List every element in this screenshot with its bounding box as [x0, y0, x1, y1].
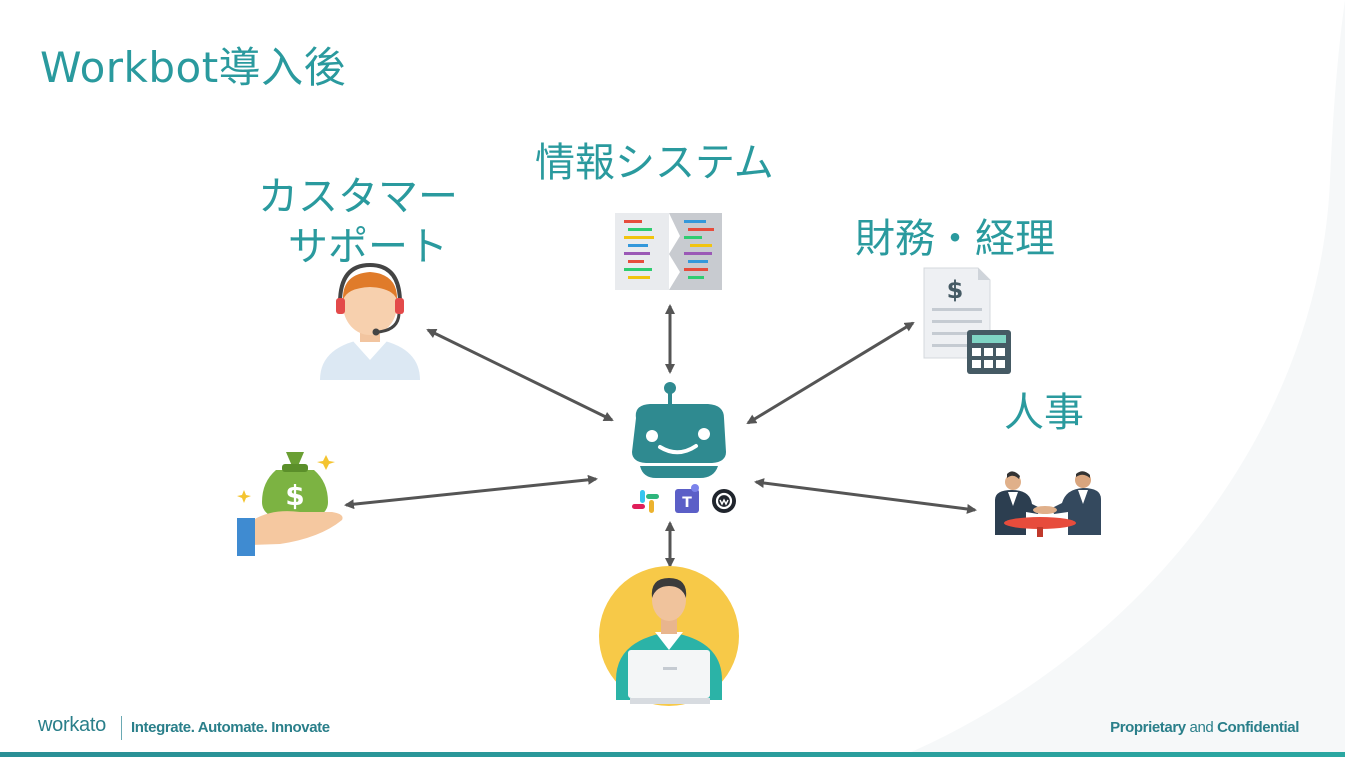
dept-label-customer-support-line1: カスタマー — [258, 174, 458, 220]
dept-label-finance: 財務・経理 — [855, 216, 1055, 262]
svg-text:$: $ — [947, 276, 964, 304]
invoice-calculator-icon: $ — [923, 267, 1011, 374]
arrow-customer-support — [426, 328, 614, 422]
brand-tagline: Integrate. Automate. Innovate — [131, 719, 330, 736]
handshake-meeting-icon — [995, 471, 1101, 537]
headset-agent-icon — [320, 262, 420, 380]
workplace-icon — [712, 489, 736, 513]
teams-icon: T — [675, 484, 699, 513]
svg-text:$: $ — [285, 479, 304, 512]
svg-text:T: T — [682, 495, 692, 511]
confidential-word-and: and — [1189, 719, 1214, 736]
arrow-sales — [344, 474, 598, 510]
dept-label-information-systems: 情報システム — [535, 140, 774, 186]
page-title: Workbot導入後 — [40, 43, 347, 92]
code-editor-icon — [615, 213, 722, 290]
confidential-word-proprietary: Proprietary — [1110, 719, 1186, 736]
brand-logo: workato — [38, 714, 106, 736]
arrow-finance — [746, 321, 915, 425]
bottom-accent-bar — [0, 752, 1345, 757]
confidential-word-confidential: Confidential — [1217, 719, 1299, 736]
workbot-robot-icon — [632, 382, 726, 478]
dept-label-customer-support-line2: サポート — [288, 224, 448, 270]
footer-divider — [121, 716, 122, 740]
dept-label-customer-support: カスタマー サポート — [258, 172, 458, 272]
slack-icon — [632, 490, 659, 513]
money-bag-hand-icon: $ — [237, 452, 343, 556]
dept-label-hr: 人事 — [1004, 390, 1084, 436]
confidential-notice: Proprietary and Confidential — [1110, 719, 1299, 736]
footer: workato Integrate. Automate. Innovate Pr… — [0, 714, 1345, 744]
arrow-hr — [754, 478, 977, 514]
person-laptop-icon — [599, 566, 739, 706]
